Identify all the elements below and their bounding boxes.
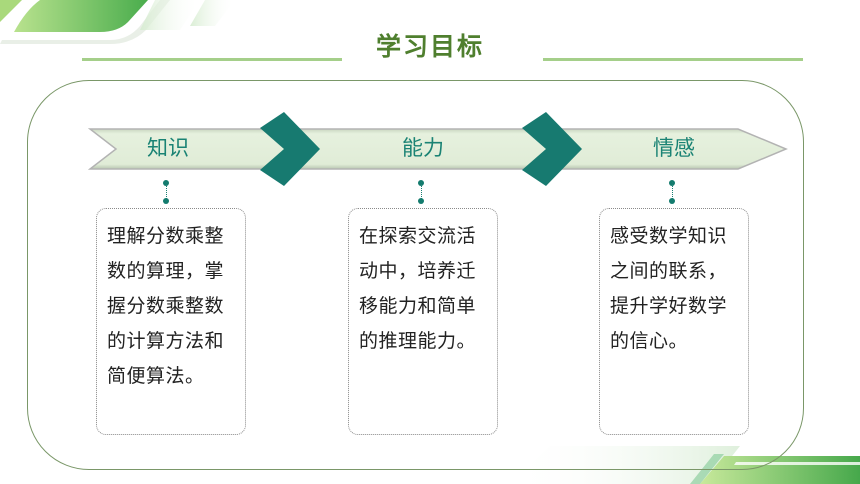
connector-line (420, 182, 422, 201)
card-ability: 在探索交流活动中，培养迁移能力和简单的推理能力。 (348, 208, 498, 435)
step-label-emotion: 情感 (653, 136, 695, 160)
title-underline-left (82, 58, 342, 61)
card-emotion: 感受数学知识之间的联系，提升学好数学的信心。 (599, 208, 749, 435)
connector-line (165, 182, 167, 201)
step-label-knowledge: 知识 (147, 136, 189, 160)
connector-dot-bottom (418, 198, 424, 204)
connector-dot-bottom (669, 198, 675, 204)
step-label-ability: 能力 (402, 136, 444, 160)
card-knowledge-text: 理解分数乘整数的算理，掌握分数乘整数的计算方法和简便算法。 (107, 225, 225, 387)
card-ability-text: 在探索交流活动中，培养迁移能力和简单的推理能力。 (359, 225, 477, 352)
steps-banner (88, 112, 788, 186)
title-underline-right (543, 58, 803, 61)
chevron-right-icon (260, 112, 320, 186)
card-knowledge: 理解分数乘整数的算理，掌握分数乘整数的计算方法和简便算法。 (96, 208, 246, 435)
chevron-right-icon (522, 112, 582, 186)
page-title: 学习目标 (375, 32, 484, 61)
connector-dot-bottom (163, 198, 169, 204)
connector-line (671, 182, 673, 201)
content-frame (27, 80, 804, 470)
card-emotion-text: 感受数学知识之间的联系，提升学好数学的信心。 (610, 225, 728, 352)
